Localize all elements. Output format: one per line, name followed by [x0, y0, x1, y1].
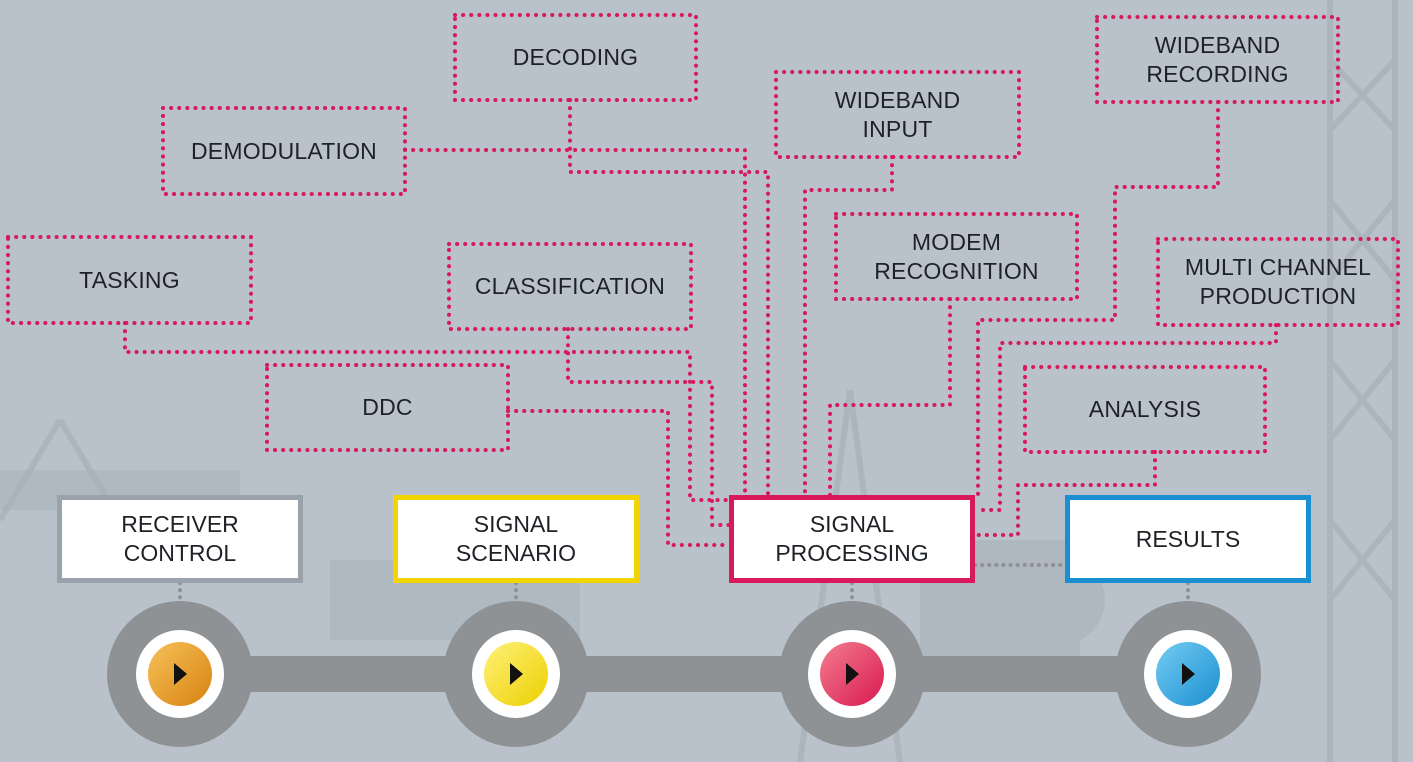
- signal-scenario-play-button[interactable]: [484, 642, 548, 706]
- wideband-input-box: [774, 70, 1021, 159]
- play-icon: [510, 663, 523, 685]
- analysis-label: ANALYSIS: [1088, 396, 1202, 422]
- results-stage[interactable]: RESULTS: [1065, 495, 1311, 583]
- timeline-bar: [180, 656, 1190, 692]
- receiver-control-stage[interactable]: RECEIVER CONTROL: [57, 495, 303, 583]
- signal-processing-play-button[interactable]: [820, 642, 884, 706]
- connector-decoding: [568, 98, 770, 514]
- connector-wideband-input: [803, 155, 894, 502]
- signal-processing-stage[interactable]: SIGNAL PROCESSING: [729, 495, 975, 583]
- analysis-box: [1023, 365, 1267, 454]
- connector-ddc: [506, 409, 732, 547]
- decoding-box: [453, 13, 698, 102]
- play-icon: [174, 663, 187, 685]
- results-play-button[interactable]: [1156, 642, 1220, 706]
- play-icon: [1182, 663, 1195, 685]
- ddc-box: [265, 363, 510, 452]
- demodulation-label: DEMODULATION: [191, 137, 377, 164]
- tasking-label: TASKING: [79, 266, 180, 293]
- connector-lines: [123, 98, 1278, 547]
- connector-tasking: [123, 321, 732, 502]
- connector-modem-recognition: [828, 297, 952, 502]
- play-icon: [846, 663, 859, 685]
- tasking-box: [6, 235, 253, 325]
- wideband-input-label: WIDEBAND INPUT: [834, 86, 961, 142]
- receiver-control-play-button[interactable]: [148, 642, 212, 706]
- signal-scenario-stage[interactable]: SIGNAL SCENARIO: [393, 495, 639, 583]
- classification-box: [447, 242, 693, 331]
- connector-demodulation: [403, 148, 747, 529]
- multi-channel-production-label: MULTI CHANNEL PRODUCTION: [1184, 254, 1372, 309]
- connector-multi-channel: [973, 323, 1278, 512]
- modem-recognition-label: MODEM RECOGNITION: [874, 228, 1039, 284]
- classification-label: CLASSIFICATION: [474, 273, 666, 299]
- connector-wideband-recording: [976, 100, 1220, 502]
- connector-analysis: [973, 450, 1157, 537]
- modem-recognition-box: [834, 212, 1079, 301]
- wideband-recording-label: WIDEBAND RECORDING: [1146, 31, 1289, 87]
- decoding-label: DECODING: [512, 44, 639, 70]
- ddc-label: DDC: [362, 394, 413, 420]
